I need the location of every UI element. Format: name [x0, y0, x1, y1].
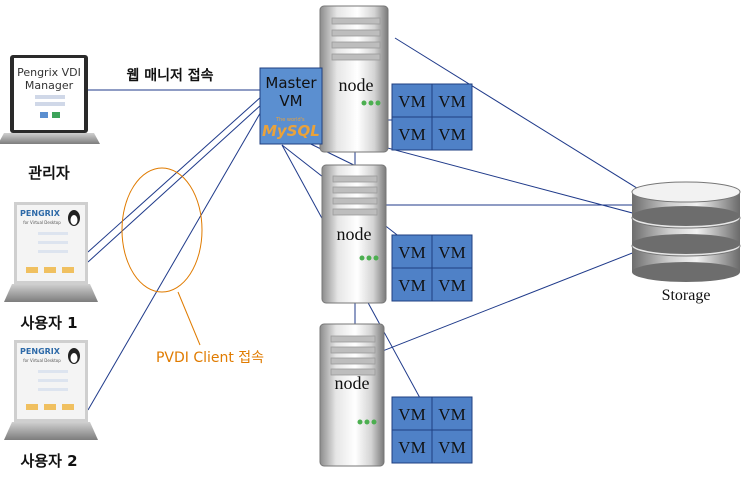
- manager-title-line1: Pengrix VDI: [17, 66, 81, 79]
- node-1: node: [319, 5, 389, 153]
- vm-grid-node-1: VM VM VM VM: [391, 83, 473, 151]
- link-client2-master: [87, 109, 263, 411]
- laptop-base: [4, 422, 98, 440]
- storage-cylinder-icon: [631, 181, 741, 282]
- master-vm-line1: Master: [265, 74, 317, 92]
- manager-title-line2: Manager: [25, 79, 74, 92]
- vm-label: VM: [398, 243, 425, 262]
- client1-subtitle: for Virtual Desktop: [23, 220, 61, 225]
- node1-label: node: [339, 75, 374, 95]
- password-field: [35, 102, 65, 106]
- client2-field-3: [38, 388, 68, 391]
- master-vm-line2: VM: [279, 92, 302, 110]
- client2-btn-3: [62, 404, 74, 410]
- penguin-logo-icon: [68, 348, 80, 364]
- master-vm: Master VM The world's MySQL: [259, 67, 323, 145]
- client2-btn-2: [44, 404, 56, 410]
- client1-btn-3: [62, 267, 74, 273]
- mysql-logo-icon: MySQL: [262, 122, 320, 140]
- vm-label: VM: [438, 276, 465, 295]
- client2-field-2: [38, 379, 68, 382]
- vm-cell: [431, 267, 473, 302]
- vm-label: VM: [398, 276, 425, 295]
- laptop-screen: [14, 58, 84, 130]
- client1-field-1: [38, 232, 68, 235]
- client1-caption: 사용자 1: [20, 314, 77, 332]
- vm-cell: [391, 429, 433, 464]
- storage: Storage: [631, 181, 741, 304]
- node-3: node: [319, 323, 385, 467]
- vm-cell: [431, 396, 473, 431]
- server-tower-icon: [321, 164, 387, 304]
- client-label: PVDI Client 접속: [156, 350, 264, 366]
- vm-cell: [431, 116, 473, 151]
- cancel-button: [52, 112, 60, 118]
- client1-btn-2: [44, 267, 56, 273]
- vm-label: VM: [398, 92, 425, 111]
- mysql-tagline: The world's: [275, 117, 305, 123]
- manager-caption: 관리자: [28, 164, 70, 182]
- client2-subtitle: for Virtual Desktop: [23, 358, 61, 363]
- client2-caption: 사용자 2: [20, 452, 77, 470]
- vm-cell: [391, 83, 433, 118]
- vm-cell: [391, 116, 433, 151]
- link-node1-storage: [394, 37, 641, 191]
- web-label: 웹 매니저 접속: [126, 68, 213, 84]
- vm-label: VM: [438, 92, 465, 111]
- penguin-logo-icon: [68, 210, 80, 226]
- node-2: node: [321, 164, 387, 304]
- client2-btn-1: [26, 404, 38, 410]
- client1-btn-1: [26, 267, 38, 273]
- vm-label: VM: [438, 438, 465, 457]
- vm-label: VM: [438, 405, 465, 424]
- vm-cell: [431, 429, 473, 464]
- client1-brand: PENGRIX: [20, 209, 61, 218]
- client-label-leader: [177, 291, 201, 346]
- vm-label: VM: [438, 243, 465, 262]
- laptop-base: [4, 284, 98, 302]
- client-connection-ellipse: [121, 167, 203, 293]
- master-vm-box: [259, 67, 323, 145]
- manager-laptop: Pengrix VDI Manager 관리자: [0, 55, 100, 182]
- vm-label: VM: [398, 438, 425, 457]
- vm-cell: [391, 267, 433, 302]
- laptop-base: [0, 133, 100, 144]
- link-client1-master-b: [87, 95, 263, 253]
- vm-label: VM: [398, 125, 425, 144]
- client-laptop-1: PENGRIX for Virtual Desktop 사용자 1: [4, 202, 98, 332]
- vm-cell: [431, 83, 473, 118]
- storage-label: Storage: [662, 287, 711, 304]
- vm-grid-node-2: VM VM VM VM: [391, 234, 473, 302]
- node2-label: node: [337, 224, 372, 244]
- server-tower-icon: [319, 5, 389, 153]
- client2-brand: PENGRIX: [20, 347, 61, 356]
- client-laptop-2: PENGRIX for Virtual Desktop 사용자 2: [4, 340, 98, 470]
- server-tower-icon: [319, 323, 385, 467]
- login-button: [40, 112, 48, 118]
- client1-field-2: [38, 241, 68, 244]
- login-field: [35, 95, 65, 99]
- node3-label: node: [335, 373, 370, 393]
- vm-label: VM: [438, 125, 465, 144]
- client1-field-3: [38, 250, 68, 253]
- link-node3-storage: [379, 249, 641, 353]
- client2-field-1: [38, 370, 68, 373]
- vm-label: VM: [398, 405, 425, 424]
- link-client1-master-a: [87, 103, 263, 263]
- vm-grid-node-3: VM VM VM VM: [391, 396, 473, 464]
